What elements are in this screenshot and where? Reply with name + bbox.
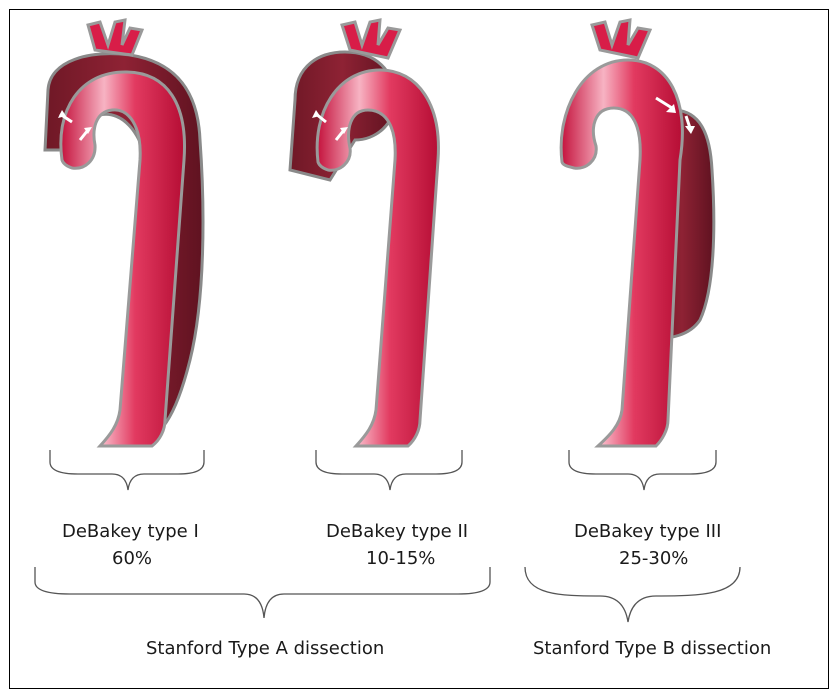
bracket-stanford-a xyxy=(35,567,490,618)
true-lumen-type-3 xyxy=(561,60,682,446)
aorta-type-3 xyxy=(561,20,714,446)
aorta-type-1 xyxy=(45,20,203,446)
debakey-type-3-percent: 25-30% xyxy=(619,548,688,569)
aorta-type-2 xyxy=(290,20,438,446)
debakey-type-2-label: DeBakey type II xyxy=(326,521,468,542)
neck-vessels-type-1 xyxy=(88,20,142,55)
bracket-type-2 xyxy=(316,450,462,490)
neck-vessels-type-3 xyxy=(592,20,650,58)
stanford-type-a-label: Stanford Type A dissection xyxy=(146,638,384,659)
debakey-type-2-percent: 10-15% xyxy=(366,548,435,569)
debakey-type-1-percent: 60% xyxy=(112,548,152,569)
bracket-type-3 xyxy=(569,450,716,490)
true-lumen-type-1 xyxy=(61,72,185,446)
bracket-stanford-b xyxy=(525,567,740,622)
debakey-type-3-label: DeBakey type III xyxy=(574,521,721,542)
stanford-type-b-label: Stanford Type B dissection xyxy=(533,638,771,659)
debakey-type-1-label: DeBakey type I xyxy=(62,521,199,542)
bracket-type-1 xyxy=(50,450,204,490)
